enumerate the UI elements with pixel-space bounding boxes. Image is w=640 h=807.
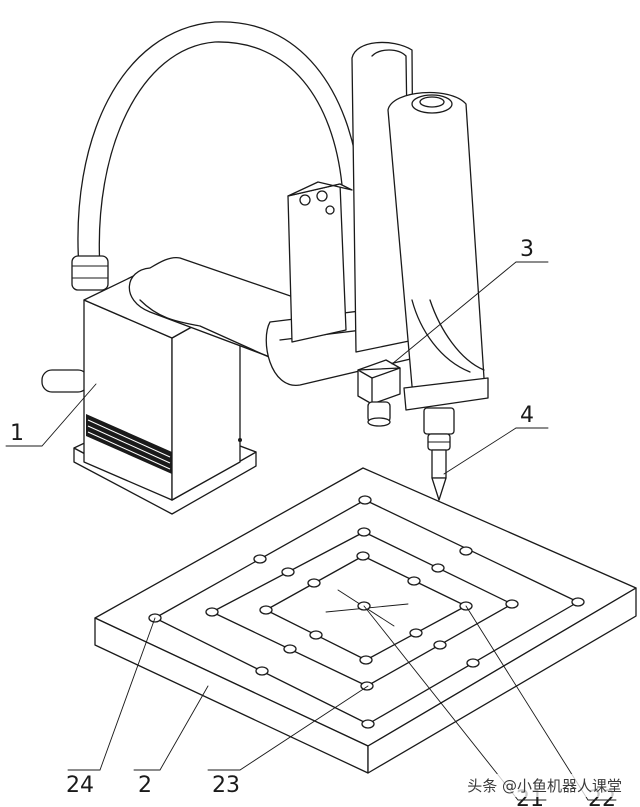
vent-slot: [87, 431, 171, 470]
leader-1: [5, 383, 97, 447]
vent-grill: [86, 414, 172, 474]
cover-curve: [429, 299, 485, 371]
middle-hole: [431, 563, 445, 573]
arm-link-1-edge: [139, 299, 321, 381]
knob: [325, 205, 335, 215]
outer-hole: [571, 597, 585, 607]
knob: [299, 194, 311, 206]
hose-inner: [98, 41, 343, 269]
hose-connector: [71, 255, 109, 291]
cable-hose: [71, 21, 361, 291]
label-platform: 2: [138, 773, 152, 798]
outer-hole: [361, 719, 375, 729]
camera-top-edge: [357, 367, 401, 379]
rear-box-top: [287, 181, 353, 197]
camera-body: [357, 359, 401, 405]
reference-numerals: 1 3 4 24 2 23 21 22: [10, 237, 616, 807]
label-robot: 1: [10, 421, 24, 446]
outer-hole: [459, 546, 473, 556]
inner-hole: [356, 551, 370, 561]
nozzle-tip: [431, 477, 447, 501]
middle-hole: [505, 599, 519, 609]
leader-lines: [5, 261, 617, 801]
label-camera: 3: [520, 237, 534, 262]
top-cap: [411, 94, 453, 114]
outer-hole: [253, 554, 267, 564]
calibration-platform: [94, 467, 637, 774]
platform-side-face: [367, 587, 637, 774]
leader-2: [133, 685, 209, 771]
hose-outer: [77, 21, 361, 269]
inner-hole: [309, 630, 323, 640]
camera-module: [357, 359, 401, 427]
leader-23: [207, 685, 369, 771]
knob: [316, 190, 328, 202]
rear-box-front: [287, 183, 347, 343]
inner-hole: [407, 576, 421, 586]
lens-end: [367, 417, 391, 427]
inner-hole: [409, 628, 423, 638]
bottom-band: [403, 377, 489, 411]
leader-21: [363, 605, 547, 801]
vent-slot: [87, 419, 171, 458]
nozzle-collar: [423, 407, 455, 435]
inner-hole: [259, 605, 273, 615]
middle-hole: [281, 567, 295, 577]
watermark-text: 头条 @小鱼机器人课堂: [463, 774, 626, 797]
outer-hole: [255, 666, 269, 676]
middle-hole: [360, 681, 374, 691]
column-edge: [371, 49, 411, 331]
label-middle-ring-hole: 23: [212, 773, 240, 798]
inner-hole: [359, 655, 373, 665]
inner-hole: [307, 578, 321, 588]
leader-4: [443, 427, 549, 475]
leader-3: [391, 261, 549, 365]
top-cap-inner: [419, 96, 445, 108]
vent-slot: [87, 425, 171, 464]
screw: [238, 438, 242, 442]
outer-hole: [466, 658, 480, 668]
label-outer-ring-hole: 24: [66, 773, 94, 798]
outer-hole: [358, 495, 372, 505]
middle-hole: [357, 527, 371, 537]
nozzle-tool: [423, 407, 455, 501]
leader-22: [465, 605, 617, 801]
middle-hole: [433, 640, 447, 650]
middle-hole: [205, 607, 219, 617]
middle-hole: [283, 644, 297, 654]
motor-housing: [287, 41, 489, 411]
leader-24: [67, 617, 156, 771]
side-connector: [41, 369, 89, 393]
label-nozzle: 4: [520, 403, 534, 428]
cover-curve-inner: [411, 299, 471, 373]
